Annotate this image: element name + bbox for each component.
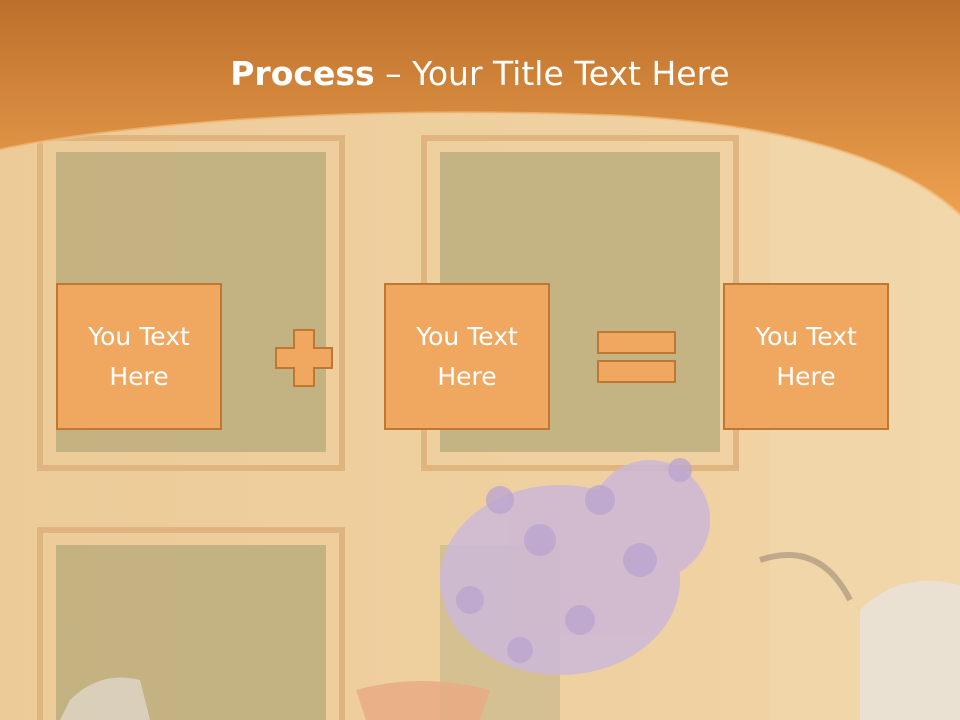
- process-box-1[interactable]: You Text Here: [56, 283, 222, 430]
- title-bold: Process: [230, 54, 375, 93]
- slide-title: Process – Your Title Text Here: [0, 52, 960, 96]
- process-box-3-text: You Text Here: [755, 321, 857, 391]
- process-box-1-text: You Text Here: [88, 321, 190, 391]
- title-rest: Your Title Text Here: [412, 54, 730, 93]
- plus-icon: [275, 329, 333, 387]
- equals-icon: [597, 331, 676, 383]
- process-box-2-text: You Text Here: [416, 321, 518, 391]
- title-dash: –: [374, 54, 413, 93]
- process-box-3[interactable]: You Text Here: [723, 283, 889, 430]
- process-box-2[interactable]: You Text Here: [384, 283, 550, 430]
